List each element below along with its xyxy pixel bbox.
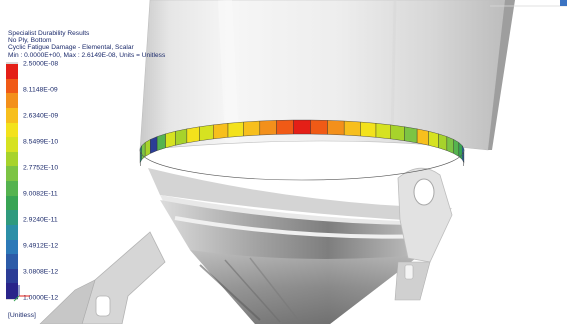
legend-tick-label: 1.0000E-12: [23, 294, 59, 302]
axis-triad-icon: [13, 285, 30, 302]
legend-swatch: [6, 210, 18, 226]
legend-swatch: [6, 93, 18, 109]
ring-element: [404, 126, 418, 144]
legend-tick-label: 2.7752E-10: [23, 164, 59, 172]
result-title: Specialist Durability Results: [8, 30, 90, 37]
legend-tick-label: 8.5499E-10: [23, 138, 59, 146]
ring-element: [165, 130, 176, 149]
legend-tick-label: 2.9240E-11: [23, 216, 58, 224]
ring-element: [446, 136, 454, 154]
legend-tick-label: 9.0082E-11: [23, 190, 58, 198]
result-type: Cyclic Fatigue Damage - Elemental, Scala…: [8, 44, 134, 52]
ring-element: [227, 121, 244, 138]
legend-tick-label: 9.4912E-12: [23, 242, 59, 250]
legend-swatch: [6, 239, 18, 255]
ring-element: [343, 120, 361, 137]
ring-element: [144, 139, 151, 157]
ring-element: [327, 120, 345, 136]
ring-element: [259, 120, 277, 136]
legend-swatch: [6, 254, 18, 270]
ring-element: [243, 120, 261, 137]
min-max-line: Min : 0.0000E+00, Max : 2.6149E-08, Unit…: [8, 51, 166, 59]
legend-swatch: [6, 181, 18, 197]
ring-element: [416, 128, 429, 146]
ring-edge: [139, 149, 465, 181]
legend-swatch: [6, 107, 18, 123]
color-legend: 2.5000E-08 8.1148E-09 2.6340E-09 8.5499E-10…: [6, 60, 86, 302]
ring-element: [375, 123, 391, 140]
legend-swatch: [6, 64, 18, 80]
ring-element: [293, 119, 311, 135]
legend-swatch: [6, 224, 18, 240]
units-label: [Unitless]: [8, 312, 36, 319]
legend-swatch: [6, 283, 18, 299]
ring-element: [310, 119, 328, 135]
ring-element: [360, 121, 377, 138]
ring-element: [213, 123, 229, 140]
legend-swatch: [6, 166, 18, 182]
legend-swatch: [6, 78, 18, 94]
ring-element: [276, 119, 294, 135]
legend-tick-label: 2.6340E-09: [23, 112, 59, 120]
legend-swatch: [6, 195, 18, 211]
legend-tick-label: 8.1148E-09: [23, 86, 58, 94]
ring-element: [390, 124, 405, 141]
ring-element: [175, 128, 188, 146]
legend-swatch: [6, 268, 18, 284]
ring-element: [150, 136, 158, 154]
ply-label: No Ply, Bottom: [8, 37, 52, 45]
result-header: Specialist Durability Results No Ply, Bo…: [8, 30, 165, 59]
ring-element: [453, 139, 460, 157]
ring-element: [428, 130, 439, 149]
legend-swatch: [6, 122, 18, 138]
ring-element: [156, 133, 166, 151]
legend-swatch: [6, 137, 18, 153]
ring-element: [438, 133, 448, 151]
ring-element: [199, 124, 214, 141]
ring-element: [186, 126, 200, 144]
legend-tick-label: 3.0808E-12: [23, 268, 59, 276]
legend-swatch: [6, 151, 18, 167]
legend-tick-label: 2.5000E-08: [23, 60, 59, 68]
damage-ring: [139, 119, 465, 181]
